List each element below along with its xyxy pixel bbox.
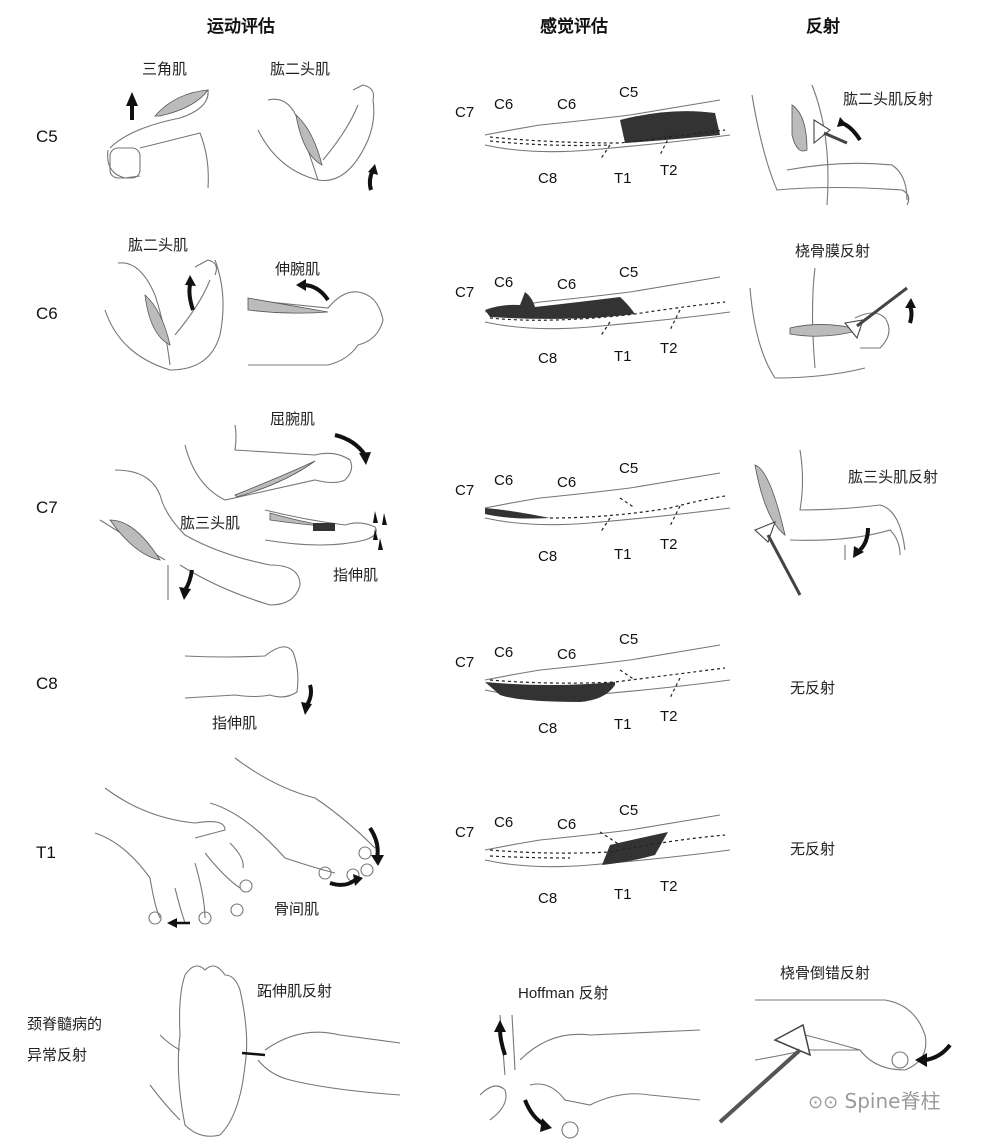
derm-label: C7 <box>455 482 475 499</box>
derm-label: C6 <box>494 96 514 113</box>
dermatome-c8 <box>484 644 731 702</box>
header-sensory: 感觉评估 <box>540 17 608 37</box>
derm-label: C8 <box>538 548 558 565</box>
dermatome-t1 <box>484 814 731 868</box>
reflex-label-biceps: 肱二头肌反射 <box>843 90 934 108</box>
reflex-label-none-t1: 无反射 <box>790 840 836 858</box>
abnormal-title-line2: 异常反射 <box>27 1046 88 1064</box>
derm-label: C6 <box>557 816 577 833</box>
inverted-radial-reflex-illustration <box>718 999 952 1124</box>
derm-label: C7 <box>455 654 475 671</box>
brachioradialis-reflex-illustration <box>749 267 916 379</box>
motor-label-deltoid: 三角肌 <box>142 60 188 78</box>
wrist-flexion-illustration <box>184 424 371 501</box>
dermatome-c5 <box>484 99 731 161</box>
triceps-reflex-illustration <box>753 449 906 596</box>
motor-label-wrist-flexor: 屈腕肌 <box>270 410 316 428</box>
derm-label: C6 <box>494 644 514 661</box>
derm-label: C5 <box>619 264 639 281</box>
header-reflex: 反射 <box>806 17 840 37</box>
biceps-flexion-illustration <box>257 84 378 191</box>
derm-label: T2 <box>660 878 678 895</box>
level-c5: C5 <box>36 127 58 146</box>
motor-label-interossei: 骨间肌 <box>274 900 320 918</box>
biceps-c6-illustration <box>104 259 224 371</box>
derm-label: T1 <box>614 716 632 733</box>
motor-label-wrist-extensor: 伸腕肌 <box>275 260 321 278</box>
derm-label: C8 <box>538 350 558 367</box>
derm-label: C6 <box>557 646 577 663</box>
derm-label: T1 <box>614 170 632 187</box>
motor-label-finger-extensor-c8: 指伸肌 <box>212 714 258 732</box>
interossei-illustration <box>94 757 384 928</box>
motor-label-triceps: 肱三头肌 <box>180 514 241 532</box>
derm-label: C6 <box>494 814 514 831</box>
watermark: ⊙⊙ Spine脊柱 <box>808 1085 940 1114</box>
derm-label: C6 <box>557 474 577 491</box>
derm-label: T1 <box>614 886 632 903</box>
reflex-label-none-c8: 无反射 <box>790 679 836 697</box>
reflex-label-plantar: 跖伸肌反射 <box>257 982 333 1000</box>
dermatome-c6 <box>484 276 731 338</box>
derm-label: C6 <box>557 276 577 293</box>
plantar-reflex-illustration <box>149 965 401 1137</box>
motor-label-biceps: 肱二头肌 <box>270 60 331 78</box>
motor-label-biceps-c6: 肱二头肌 <box>128 236 189 254</box>
derm-label: C7 <box>455 824 475 841</box>
wechat-icon: ⊙⊙ <box>808 1092 839 1113</box>
derm-label: T2 <box>660 162 678 179</box>
derm-label: T2 <box>660 708 678 725</box>
reflex-label-hoffman: Hoffman 反射 <box>518 985 609 1002</box>
derm-label: T1 <box>614 546 632 563</box>
derm-label: C5 <box>619 460 639 477</box>
derm-label: T2 <box>660 340 678 357</box>
level-c8: C8 <box>36 674 58 693</box>
dermatome-c7 <box>484 472 731 534</box>
reflex-label-brachioradialis: 桡骨膜反射 <box>795 242 871 260</box>
derm-label: C5 <box>619 631 639 648</box>
level-t1: T1 <box>36 843 56 862</box>
header-motor: 运动评估 <box>207 17 275 37</box>
derm-label: C7 <box>455 284 475 301</box>
derm-label: C5 <box>619 84 639 101</box>
watermark-text: Spine脊柱 <box>844 1089 941 1113</box>
derm-label: C6 <box>557 96 577 113</box>
derm-label: C6 <box>494 472 514 489</box>
level-c6: C6 <box>36 304 58 323</box>
abnormal-title-line1: 颈脊髓病的 <box>27 1015 103 1033</box>
finger-flexion-illustration <box>184 646 313 715</box>
reflex-label-inverted-radial: 桡骨倒错反射 <box>780 964 871 982</box>
derm-label: C8 <box>538 170 558 187</box>
wrist-extension-illustration <box>247 279 384 366</box>
motor-label-finger-extensor: 指伸肌 <box>333 566 379 584</box>
reflex-label-triceps: 肱三头肌反射 <box>848 468 939 486</box>
biceps-reflex-illustration <box>751 84 910 206</box>
derm-label: C8 <box>538 890 558 907</box>
level-c7: C7 <box>36 498 58 517</box>
finger-extension-illustration <box>264 509 387 550</box>
derm-label: C7 <box>455 104 475 121</box>
derm-label: C5 <box>619 802 639 819</box>
derm-label: C8 <box>538 720 558 737</box>
derm-label: T2 <box>660 536 678 553</box>
derm-label: C6 <box>494 274 514 291</box>
deltoid-illustration <box>107 89 209 189</box>
triceps-illustration <box>99 469 301 606</box>
hoffman-reflex-illustration <box>479 1014 701 1139</box>
derm-label: T1 <box>614 348 632 365</box>
